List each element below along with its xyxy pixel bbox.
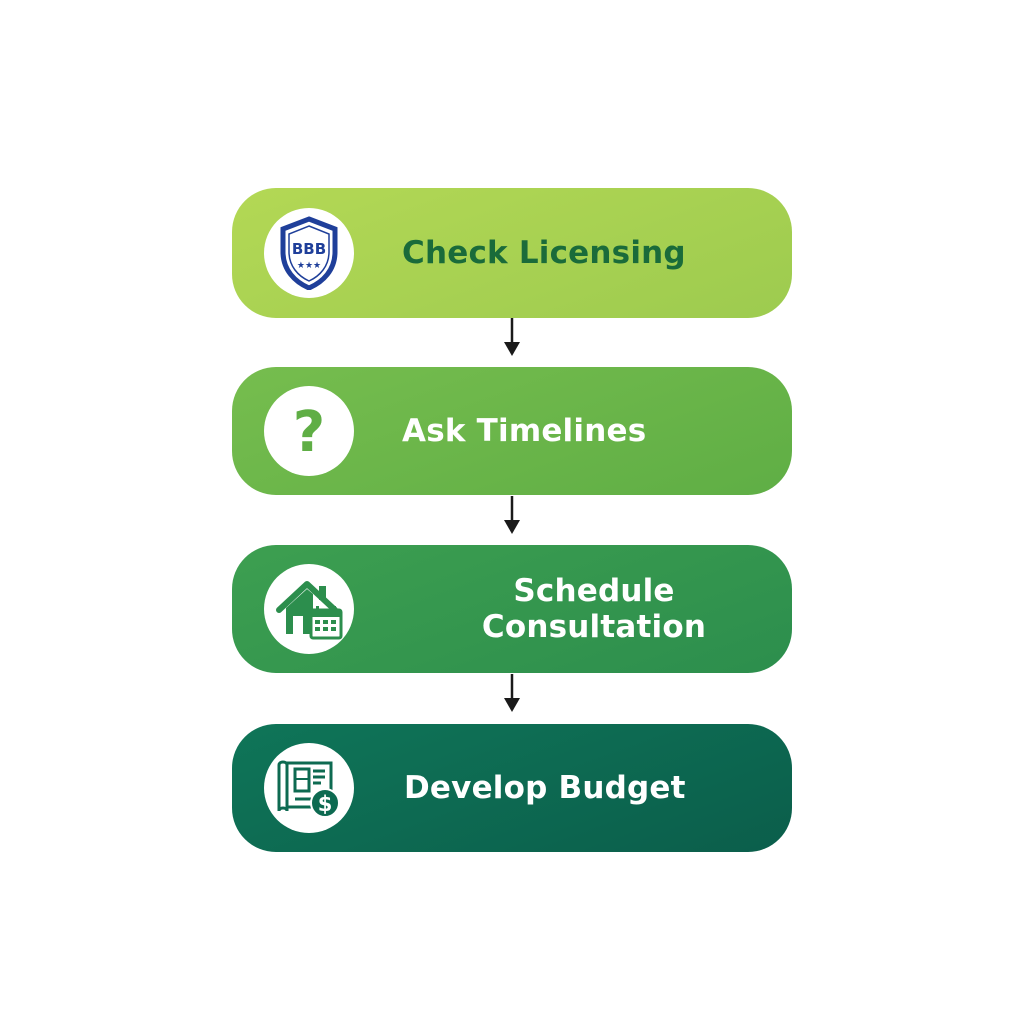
icon-badge: BBB ★★★ <box>264 208 354 298</box>
house-calendar-icon <box>276 581 343 640</box>
dollar-glyph: $ <box>318 792 333 816</box>
question-mark-icon: ? <box>293 401 325 461</box>
icon-badge: ? <box>264 386 354 476</box>
step-label: Ask Timelines <box>402 413 647 449</box>
badge-stars: ★★★ <box>297 261 321 271</box>
blueprint-dollar-icon: $ <box>277 760 340 818</box>
arrow-down-icon <box>504 496 520 536</box>
step-develop-budget: $ Develop Budget <box>232 724 792 852</box>
icon-badge: $ <box>264 743 354 833</box>
arrow-down-icon <box>504 318 520 358</box>
question-glyph: ? <box>293 401 325 461</box>
step-label: Schedule Consultation <box>481 573 707 645</box>
icon-badge <box>264 564 354 654</box>
step-check-licensing: BBB ★★★ Check Licensing <box>232 188 792 318</box>
step-label: Develop Budget <box>404 770 686 806</box>
step-schedule-consultation: Schedule Consultation <box>232 545 792 673</box>
step-label: Check Licensing <box>402 235 686 271</box>
step-ask-timelines: ? Ask Timelines <box>232 367 792 495</box>
arrow-down-icon <box>504 674 520 714</box>
bbb-shield-icon: BBB ★★★ <box>280 216 338 290</box>
badge-text: BBB <box>292 240 326 258</box>
